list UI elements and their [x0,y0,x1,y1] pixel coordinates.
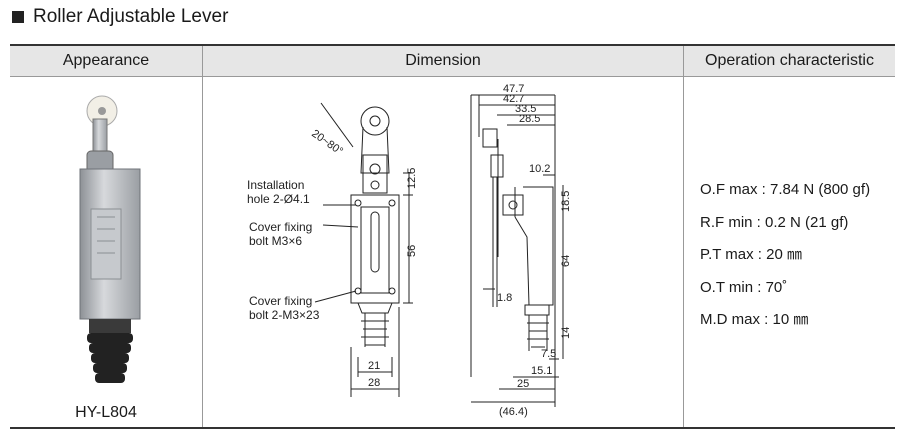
product-photo [79,95,141,383]
boot-seal [87,333,133,343]
dim-42-7: 42.7 [503,93,524,105]
spec-ot-min: O.T min : 70˚ [700,278,788,296]
table-top-rule [10,44,895,46]
spec-rf-min: R.F min : 0.2 N (21 gf) [700,213,849,231]
side-view [470,94,564,407]
dimension-drawing: 20~80° Installation hole 2-Ø4.1 Cover fi… [247,83,572,418]
spec-pt-max: P.T max : 20 ㎜ [700,246,802,263]
header-appearance: Appearance [62,52,150,69]
section-title: Roller Adjustable Lever [12,6,228,28]
install-label-1: Installation [247,178,304,192]
dim-21: 21 [368,360,380,372]
dim-7-5: 7.5 [541,348,556,360]
dim-33-5: 33.5 [515,103,536,115]
section-title-text: Roller Adjustable Lever [33,6,229,27]
header-operation: Operation characteristic [705,52,874,69]
operation-specs: O.F max : 7.84 N (800 gf) R.F min : 0.2 … [700,174,870,337]
cover-bolt-label-1: Cover fixing [249,220,312,234]
spec-table: Appearance Dimension Operation character… [10,44,895,429]
cover-bolt-label-2: bolt M3×6 [249,234,302,248]
table-bottom-rule [10,427,895,429]
dim-12-5: 12.5 [406,168,418,189]
column-divider [202,46,203,427]
dim-10-2: 10.2 [529,163,550,175]
spec-of-max: O.F max : 7.84 N (800 gf) [700,181,871,198]
dim-1-8: 1.8 [497,292,512,304]
dim-18-5: 18.5 [560,191,572,212]
table-header-row: Appearance Dimension Operation character… [10,46,895,77]
dim-28-5: 28.5 [519,113,540,125]
dim-15-1: 15.1 [531,365,552,377]
dim-14: 14 [560,327,572,339]
dim-56: 56 [406,245,418,257]
dim-47-7: 47.7 [503,83,524,95]
dim-64: 64 [560,255,572,267]
column-divider [683,46,684,427]
dim-25: 25 [517,378,529,390]
header-dimension: Dimension [405,52,481,69]
square-bullet-icon [12,11,24,23]
spec-md-max: M.D max : 10 ㎜ [700,311,809,328]
cover-bolt-label-4: bolt 2-M3×23 [249,308,320,322]
model-label: HY-L804 [75,404,137,421]
angle-label: 20~80° [309,128,345,158]
dim-46-4: (46.4) [499,406,528,418]
front-view [314,102,413,397]
install-label-2: hole 2-Ø4.1 [247,192,310,206]
cover-bolt-label-3: Cover fixing [249,294,312,308]
dim-28: 28 [368,377,380,389]
